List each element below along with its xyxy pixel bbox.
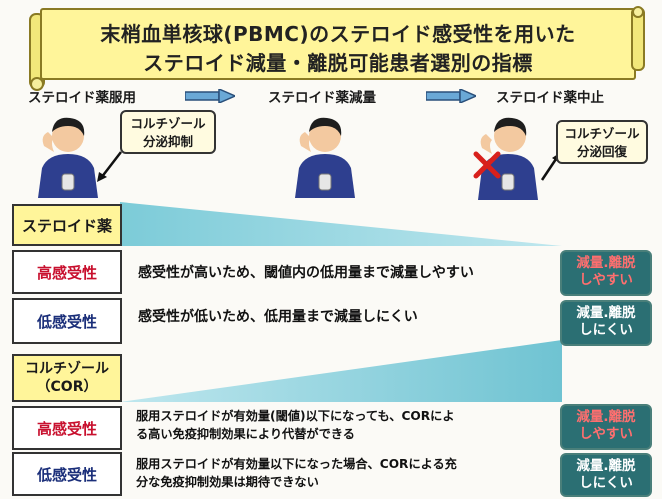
phase-stopping: ステロイド薬中止 — [496, 90, 604, 106]
steroid-high-sensitivity-label: 高感受性 — [12, 250, 122, 294]
cortisol-low-result-badge: 減量.離脱 しにくい — [560, 453, 652, 497]
arrow-down-left-icon — [97, 151, 122, 182]
cortisol-low-sensitivity-label: 低感受性 — [12, 452, 122, 496]
cortisol-recovery-callout: コルチゾール 分泌回復 — [556, 120, 648, 164]
cortisol-increasing-wedge — [120, 340, 562, 402]
scroll-roll-right-icon — [631, 6, 645, 71]
cortisol-header: コルチゾール （COR） — [12, 354, 122, 402]
cortisol-high-description: 服用ステロイドが有効量(閾値)以下になっても、CORによ る高い免疫抑制効果によ… — [136, 409, 455, 441]
steroid-high-result-badge: 減量.離脱 しやすい — [560, 250, 652, 296]
banner-title-line2: ステロイド減量・離脱可能患者選別の指標 — [143, 51, 533, 75]
steroid-header: ステロイド薬 — [12, 204, 122, 246]
cortisol-suppression-callout: コルチゾール 分泌抑制 — [120, 110, 216, 154]
phase-taking: ステロイド薬服用 — [28, 90, 136, 106]
cortisol-low-description: 服用ステロイドが有効量以下になった場合、CORによる充 分な免疫抑制効果は期待で… — [136, 457, 457, 489]
title-banner: 末梢血単核球(PBMC)のステロイド感受性を用いた ステロイド減量・離脱可能患者… — [40, 8, 636, 80]
steroid-low-sensitivity-label: 低感受性 — [12, 298, 122, 344]
steroid-low-description: 感受性が低いため、低用量まで減量しにくい — [138, 309, 418, 325]
steroid-low-result-badge: 減量.離脱 しにくい — [560, 300, 652, 346]
cortisol-high-result-badge: 減量.離脱 しやすい — [560, 404, 652, 450]
cross-icon — [473, 151, 501, 179]
steroid-high-description: 感受性が高いため、閾値内の低用量まで減量しやすい — [138, 265, 474, 281]
arrow-right-icon — [426, 89, 476, 103]
steroid-decreasing-wedge — [120, 202, 562, 246]
person-icon — [38, 117, 98, 198]
arrow-right-icon — [185, 89, 235, 103]
person-icon — [478, 117, 538, 200]
banner-title-line1: 末梢血単核球(PBMC)のステロイド感受性を用いた — [100, 22, 576, 46]
person-icon — [295, 117, 355, 198]
phase-reducing: ステロイド薬減量 — [268, 90, 376, 106]
cortisol-high-sensitivity-label: 高感受性 — [12, 406, 122, 450]
